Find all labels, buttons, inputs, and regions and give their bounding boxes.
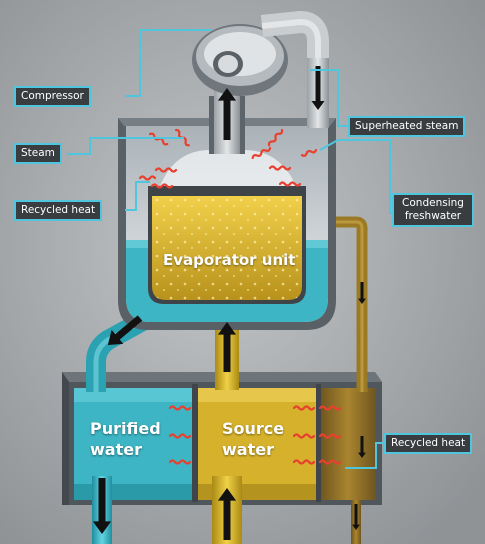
heat-wave-icon (168, 459, 192, 465)
purified-water-line1: Purified (90, 419, 161, 438)
arrow-down-icon (107, 315, 143, 345)
heat-wave-icon (278, 181, 302, 187)
heat-wave-icon (318, 433, 342, 439)
heat-wave-icon (292, 459, 316, 465)
leader-condensing-freshwater (319, 139, 392, 214)
callout-condensing-freshwater-text: Condensing freshwater (402, 197, 464, 222)
leader-recycled-heat-left (125, 181, 150, 211)
heat-wave-icon (300, 148, 318, 157)
leader-compressor (125, 29, 212, 97)
callout-leaders (67, 29, 392, 469)
arrow-down-icon (358, 436, 366, 458)
purified-water-line2: water (90, 440, 142, 459)
arrow-down-icon (92, 478, 112, 534)
evaporator-vessel (148, 186, 306, 304)
callout-compressor-text: Compressor (21, 90, 84, 102)
heat-wave-icon (150, 183, 174, 189)
callout-compressor: Compressor (14, 86, 91, 107)
arrow-down-icon (352, 504, 360, 530)
heat-wave-icon (168, 405, 192, 411)
leader-steam (67, 137, 184, 155)
callout-recycled-heat-left: Recycled heat (14, 200, 103, 221)
callout-recycled-heat-right-text: Recycled heat (391, 437, 466, 449)
heat-wave-icon (168, 433, 192, 439)
steam-plume (160, 150, 296, 186)
callout-superheated-steam-text: Superheated steam (355, 120, 459, 132)
heat-wave-icon (292, 405, 316, 411)
leader-superheated-steam (310, 69, 347, 127)
heat-wave-icon (154, 167, 178, 173)
purified-water-label: Purified water (90, 418, 161, 460)
heat-wave-icon (292, 433, 316, 439)
leader-recycled-heat-right (345, 442, 384, 469)
compressor-icon (192, 10, 329, 96)
condensate-channel (320, 388, 376, 500)
heat-wave-icon (251, 146, 272, 160)
callout-condensing-freshwater: Condensing freshwater (392, 193, 474, 227)
callout-steam: Steam (14, 143, 62, 164)
arrow-up-icon (217, 322, 237, 372)
divider-left (192, 384, 198, 502)
arrow-up-icon (217, 488, 237, 540)
heat-wave-icon (267, 128, 284, 147)
source-water-label: Source water (222, 418, 284, 460)
heat-wave-icon (138, 175, 157, 181)
callout-superheated-steam: Superheated steam (348, 116, 466, 137)
callout-recycled-heat-left-text: Recycled heat (21, 204, 96, 216)
divider-right (316, 384, 321, 502)
callout-steam-text: Steam (21, 147, 55, 159)
arrow-down-icon (358, 282, 366, 304)
heat-waves (138, 128, 342, 465)
arrow-up-icon (217, 88, 237, 140)
evaporator-unit-text: Evaporator unit (163, 251, 296, 269)
evaporator-unit-label: Evaporator unit (163, 250, 295, 271)
heat-wave-icon (268, 165, 292, 171)
heat-wave-icon (318, 405, 342, 411)
arrow-down-icon (311, 66, 325, 110)
source-water-line2: water (222, 440, 274, 459)
source-water-line1: Source (222, 419, 285, 438)
heat-wave-icon (318, 459, 342, 465)
flow-arrows (92, 66, 366, 540)
callout-recycled-heat-right: Recycled heat (384, 433, 473, 454)
